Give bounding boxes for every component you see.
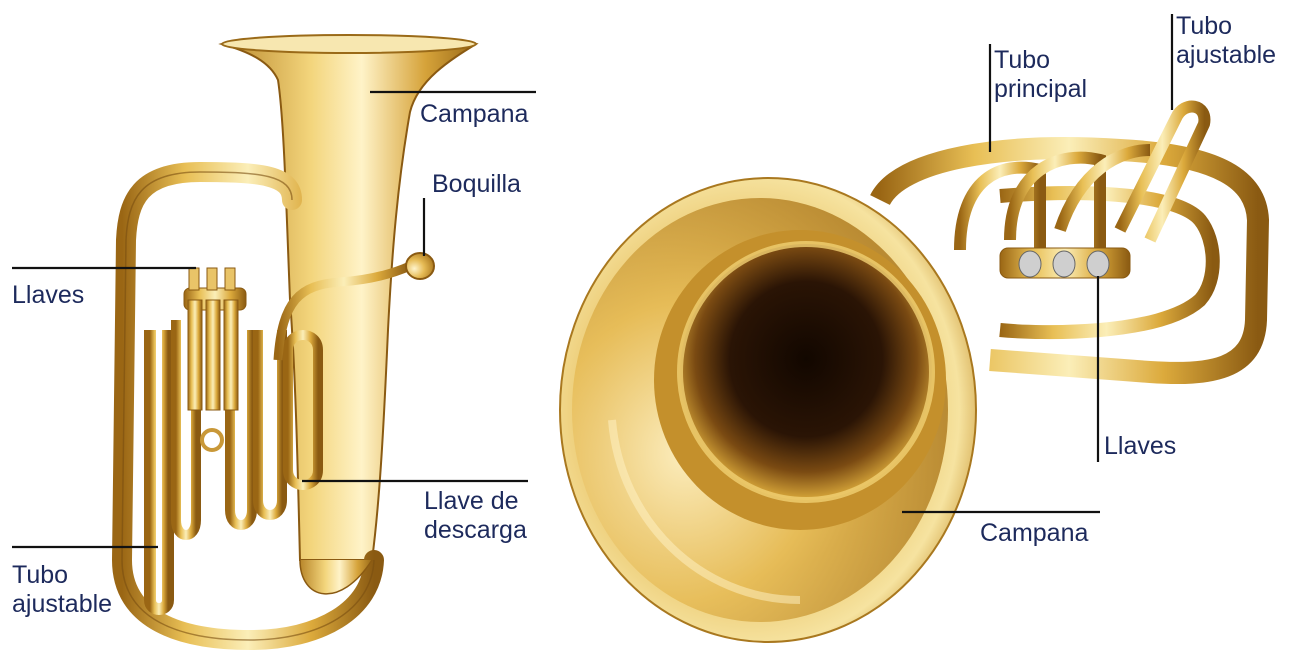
- label-llaves-right: Llaves: [1104, 432, 1176, 461]
- label-llaves-left: Llaves: [12, 281, 84, 310]
- label-campana-left: Campana: [420, 100, 528, 129]
- label-tubo-ajustable-right: Tubo ajustable: [1176, 12, 1276, 70]
- left-tuba-mouthpiece: [406, 253, 434, 279]
- right-tuba-drawing: [560, 107, 1258, 642]
- label-tubo-principal: Tubo principal: [994, 46, 1087, 104]
- label-campana-right: Campana: [980, 519, 1088, 548]
- label-tubo-ajustable-left: Tubo ajustable: [12, 561, 112, 619]
- label-llave-de-descarga: Llave de descarga: [424, 487, 527, 545]
- label-boquilla: Boquilla: [432, 170, 521, 199]
